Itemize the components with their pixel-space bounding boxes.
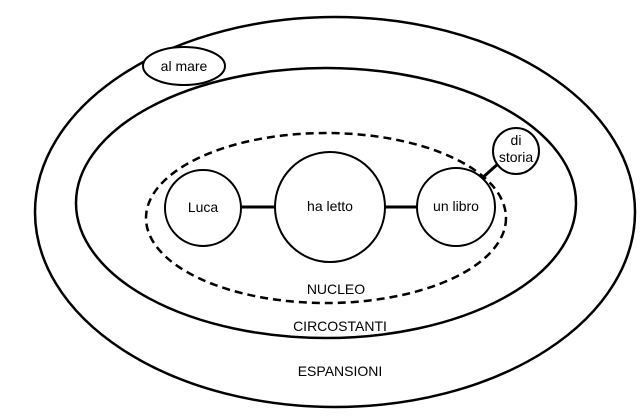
- circostanti-ellipse: [74, 66, 578, 340]
- subject-label: Luca: [188, 199, 219, 215]
- attribute-label-line2: storia: [499, 149, 533, 165]
- espansioni-label: ESPANSIONI: [298, 363, 383, 379]
- nucleo-ellipse: [144, 131, 508, 305]
- nucleo-label: NUCLEO: [307, 281, 365, 297]
- expansion-label: al mare: [161, 58, 208, 74]
- attribute-label-line1: di: [511, 132, 522, 148]
- subject-node: [164, 169, 242, 247]
- circostanti-label: CIRCOSTANTI: [293, 318, 387, 334]
- expansion-node: [142, 46, 226, 86]
- verb-node: [274, 151, 386, 263]
- object-node: [416, 167, 496, 247]
- object-label: un libro: [433, 198, 479, 214]
- verb-label: ha letto: [307, 198, 353, 214]
- espansioni-ellipse: [33, 15, 637, 409]
- attribute-node: [492, 127, 540, 175]
